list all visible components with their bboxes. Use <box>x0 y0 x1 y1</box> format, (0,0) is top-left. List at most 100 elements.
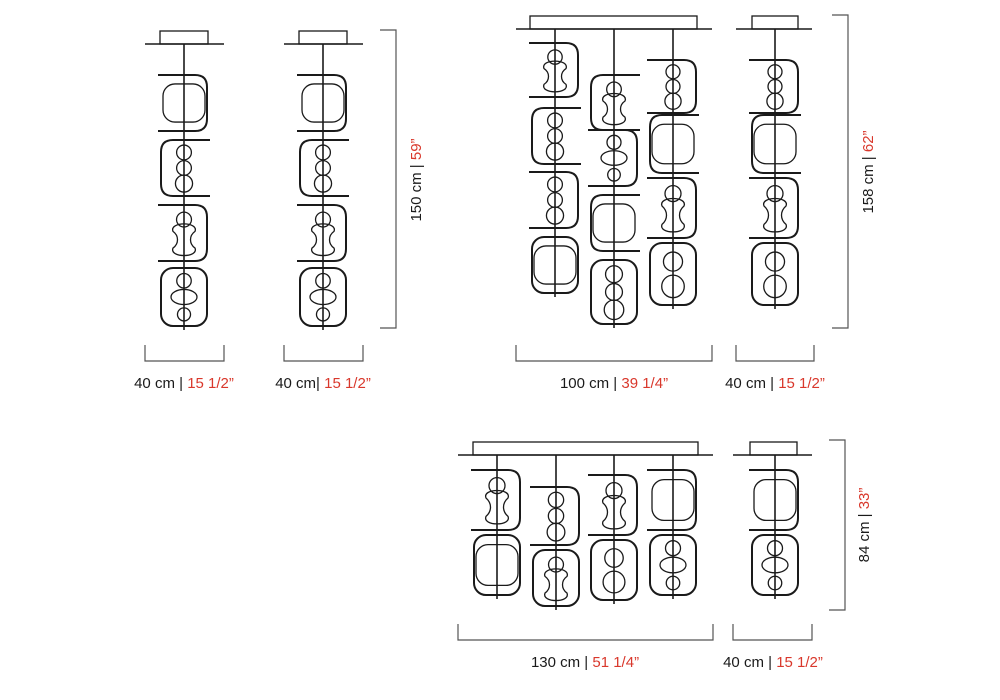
metal-frame <box>649 534 697 596</box>
glass-hourglass <box>661 197 685 233</box>
glass-sphere <box>606 134 622 150</box>
glass-sphere <box>546 176 564 193</box>
glass-sphere <box>606 81 622 98</box>
metal-frame <box>158 204 208 262</box>
lamp6-width-label: 40 cm | 15 1/2” <box>723 654 823 671</box>
glass-sphere <box>664 540 682 557</box>
canopy <box>751 15 799 30</box>
glass-sphere <box>314 144 332 161</box>
metal-frame <box>529 42 579 98</box>
metal-frame <box>749 59 799 114</box>
glass-ellipse <box>761 556 789 574</box>
metal-frame <box>160 267 208 327</box>
metal-frame <box>647 59 697 114</box>
glass-sphere <box>604 265 624 284</box>
lamp2-width-dimension <box>283 345 364 362</box>
glass-cushion <box>753 123 797 165</box>
row3-height-label: 84 cm | 33” <box>856 488 873 563</box>
glass-hourglass <box>485 489 509 525</box>
metal-frame <box>749 469 799 531</box>
glass-sphere <box>315 307 331 322</box>
glass-hourglass <box>543 60 567 93</box>
metal-frame <box>649 114 699 174</box>
glass-sphere <box>602 570 626 594</box>
glass-sphere <box>176 272 192 289</box>
glass-sphere <box>174 174 194 193</box>
metal-frame <box>751 534 799 596</box>
glass-sphere <box>545 206 565 225</box>
lamp4-width-label: 40 cm | 15 1/2” <box>725 375 825 392</box>
lamp1-width-dimension <box>144 345 225 362</box>
glass-hourglass <box>544 568 568 602</box>
glass-sphere <box>547 491 565 509</box>
glass-ellipse <box>659 556 687 574</box>
metal-frame <box>749 177 799 239</box>
glass-sphere <box>661 274 685 299</box>
glass-sphere <box>607 167 621 182</box>
glass-sphere <box>763 274 787 299</box>
lamp5-width-label: 130 cm | 51 1/4” <box>531 654 639 671</box>
canopy <box>749 441 798 456</box>
glass-sphere <box>313 174 333 193</box>
metal-frame <box>531 236 579 294</box>
lamp3-width-label: 100 cm | 39 1/4” <box>560 375 668 392</box>
lamp1-width-label: 40 cm | 15 1/2” <box>134 375 234 392</box>
metal-frame <box>588 129 638 187</box>
metal-frame <box>590 194 640 252</box>
glass-sphere <box>664 92 682 110</box>
glass-sphere <box>547 556 565 573</box>
glass-sphere <box>547 49 563 65</box>
lamp-4 <box>736 15 812 309</box>
glass-hourglass <box>311 223 335 257</box>
lamp4-width-dimension <box>735 345 815 362</box>
lamp-1 <box>145 30 224 330</box>
glass-sphere <box>175 144 193 161</box>
metal-frame <box>471 469 521 531</box>
metal-frame <box>751 242 799 306</box>
lamp-5 <box>458 441 713 610</box>
glass-sphere <box>546 522 566 542</box>
canopy <box>159 30 209 45</box>
glass-sphere <box>766 184 784 203</box>
glass-cushion <box>162 83 206 123</box>
lamp6-width-dimension <box>732 624 813 641</box>
glass-ellipse <box>309 288 337 306</box>
glass-hourglass <box>602 494 626 530</box>
glass-sphere <box>766 540 784 557</box>
canopy <box>472 441 699 456</box>
metal-frame <box>590 259 638 325</box>
glass-cushion <box>533 245 577 285</box>
glass-sphere <box>766 92 784 110</box>
glass-ellipse <box>170 288 198 306</box>
metal-frame <box>588 474 638 536</box>
glass-sphere <box>664 184 682 203</box>
lamp-2 <box>284 30 363 330</box>
row2-height-dimension <box>832 14 849 329</box>
metal-frame <box>751 114 801 174</box>
glass-sphere <box>315 272 331 289</box>
lamp2-width-label: 40 cm| 15 1/2” <box>275 375 371 392</box>
row3-height-dimension <box>829 439 846 611</box>
row1-height-label: 150 cm | 59” <box>408 138 425 221</box>
glass-sphere <box>176 307 192 322</box>
glass-cushion <box>475 543 519 587</box>
glass-sphere <box>767 64 783 80</box>
metal-frame <box>647 177 697 239</box>
glass-sphere <box>175 211 193 228</box>
row2-height-label: 158 cm | 62” <box>860 130 877 213</box>
canopy <box>529 15 698 30</box>
glass-sphere <box>488 476 506 495</box>
metal-frame <box>299 267 347 327</box>
glass-sphere <box>604 548 624 568</box>
glass-ellipse <box>600 150 628 166</box>
canopy <box>298 30 348 45</box>
glass-cushion <box>592 203 636 243</box>
glass-sphere <box>764 251 786 272</box>
metal-frame <box>647 469 697 531</box>
glass-cushion <box>651 478 695 522</box>
glass-sphere <box>665 575 681 591</box>
metal-frame <box>297 74 347 132</box>
metal-frame <box>299 139 349 197</box>
